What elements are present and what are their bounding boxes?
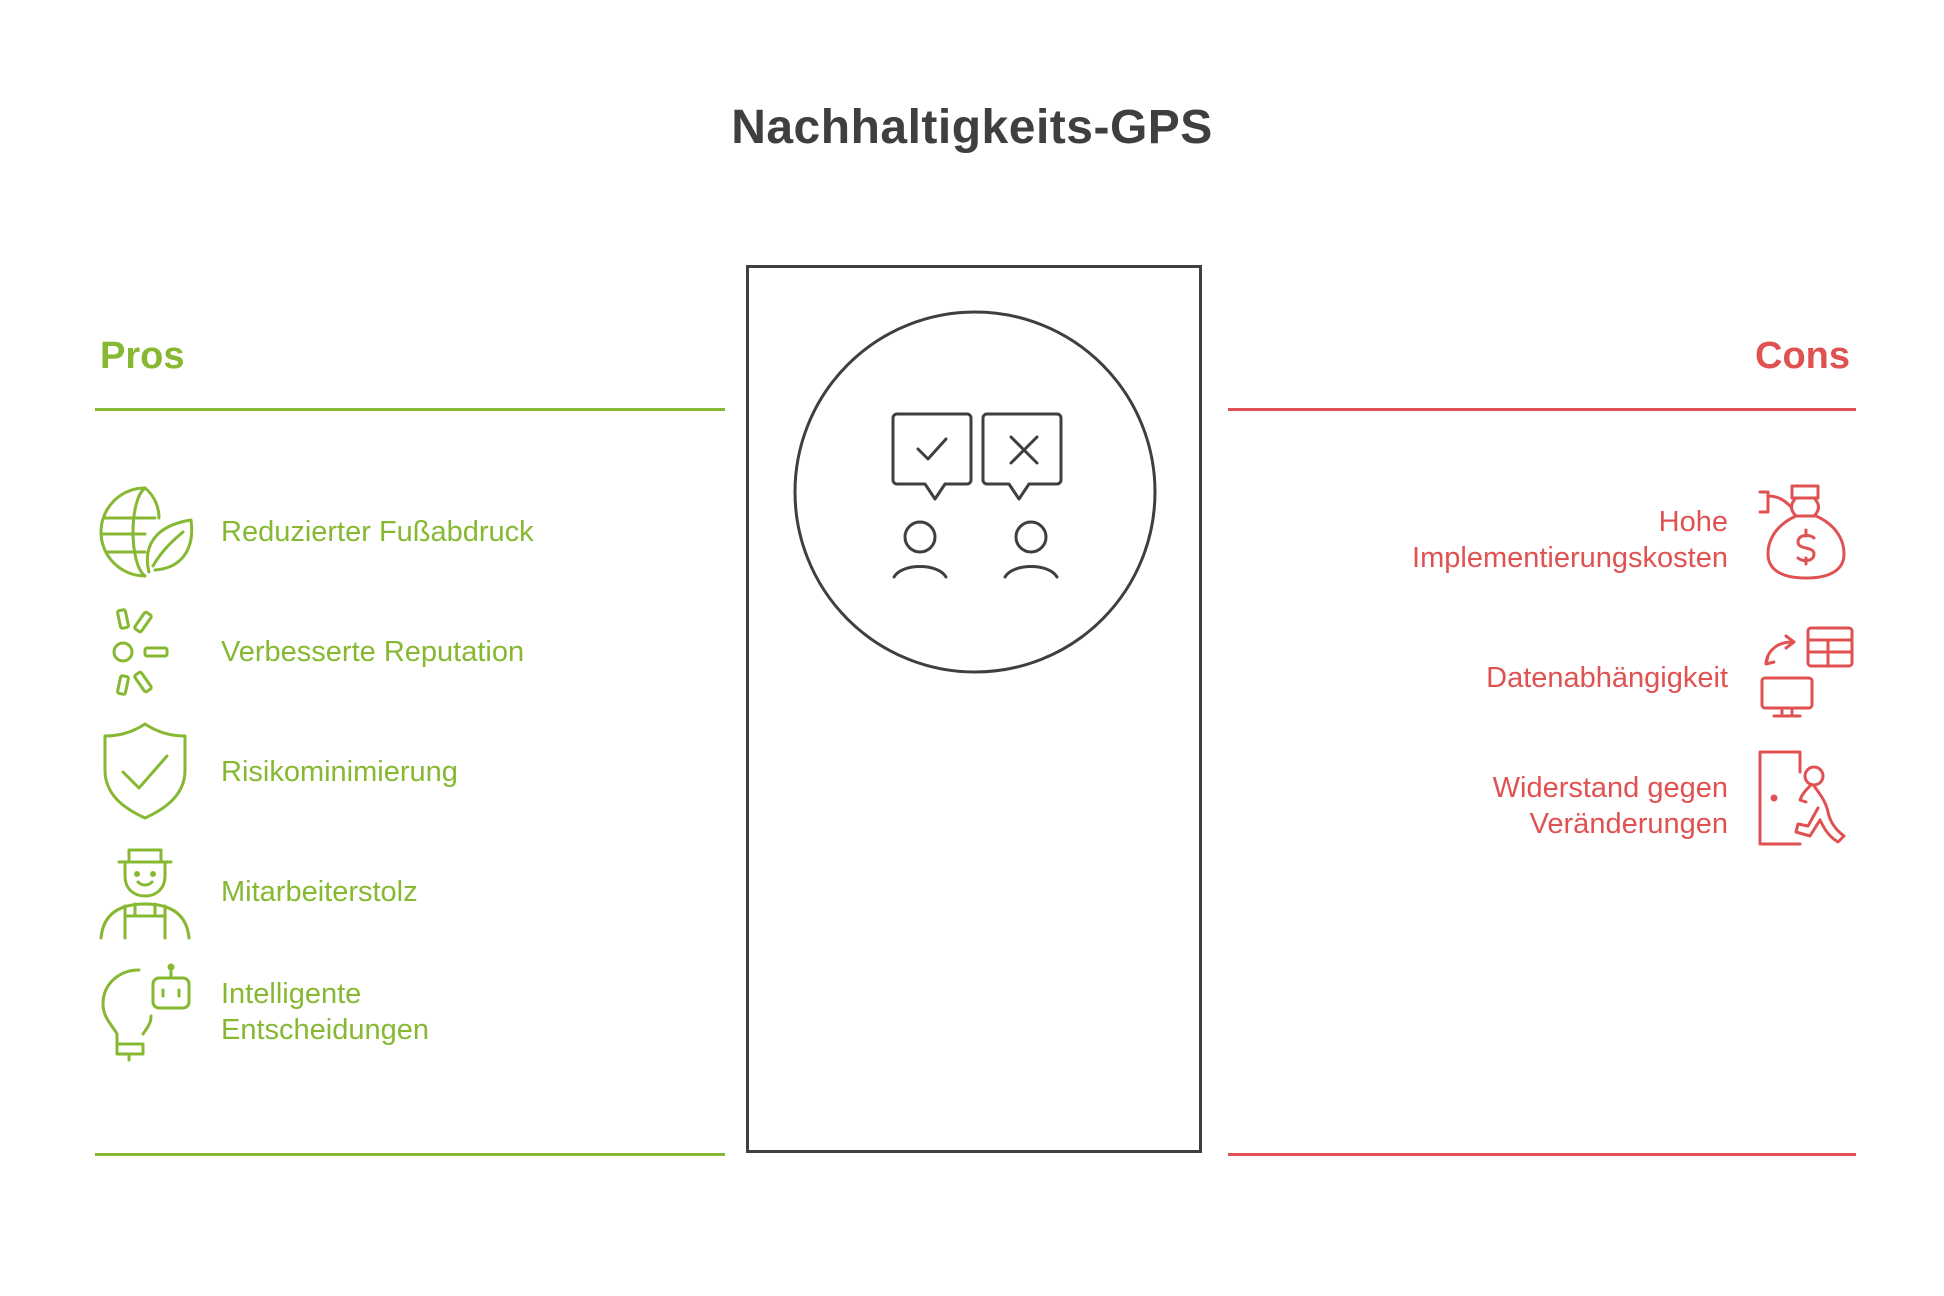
pro-item-label: Reduzierter Fußabdruck bbox=[221, 516, 534, 548]
data-transfer-icon bbox=[1756, 622, 1856, 722]
globe-leaf-icon bbox=[95, 482, 195, 582]
door-resistance-icon bbox=[1756, 748, 1856, 848]
pros-cons-people-icon bbox=[793, 310, 1157, 674]
pro-item-label: Intelligente Entscheidungen bbox=[221, 978, 429, 1046]
center-panel bbox=[746, 265, 1202, 1153]
con-item-label: Widerstand gegen Veränderungen bbox=[1492, 772, 1728, 840]
money-bag-icon bbox=[1756, 482, 1856, 582]
sparkle-burst-icon bbox=[95, 602, 195, 702]
cons-heading: Cons bbox=[1755, 335, 1850, 377]
con-item-label: Hohe Implementierungskosten bbox=[1412, 506, 1728, 574]
pros-top-divider bbox=[95, 408, 725, 411]
cons-top-divider bbox=[1228, 408, 1856, 411]
pros-bottom-divider bbox=[95, 1153, 725, 1156]
con-item-label: Datenabhängigkeit bbox=[1486, 662, 1728, 694]
pro-item-label: Verbesserte Reputation bbox=[221, 636, 525, 668]
cons-bottom-divider bbox=[1228, 1153, 1856, 1156]
page-title: Nachhaltigkeits-GPS bbox=[731, 101, 1213, 154]
worker-icon bbox=[95, 842, 195, 942]
pros-heading: Pros bbox=[100, 335, 185, 377]
lightbulb-robot-icon bbox=[95, 962, 195, 1062]
shield-check-icon bbox=[95, 722, 195, 822]
pro-item-label: Risikominimierung bbox=[221, 756, 458, 788]
pro-item-label: Mitarbeiterstolz bbox=[221, 876, 418, 908]
